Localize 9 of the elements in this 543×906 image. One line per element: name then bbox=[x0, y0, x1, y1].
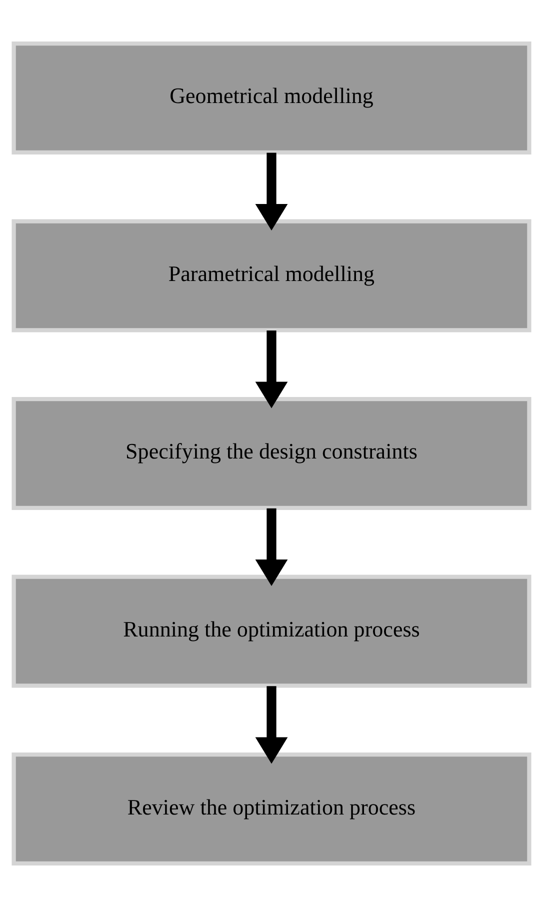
arrow bbox=[255, 330, 288, 408]
node-box: Running the optimization process bbox=[12, 574, 532, 688]
node-box: Geometrical modelling bbox=[12, 40, 532, 154]
arrow bbox=[255, 508, 288, 586]
arrow bbox=[255, 686, 288, 764]
node-box: Review the optimization process bbox=[12, 752, 532, 866]
node-box: Specifying the design constraints bbox=[12, 396, 532, 510]
arrow bbox=[255, 152, 288, 230]
node-box: Parametrical modelling bbox=[12, 218, 532, 332]
